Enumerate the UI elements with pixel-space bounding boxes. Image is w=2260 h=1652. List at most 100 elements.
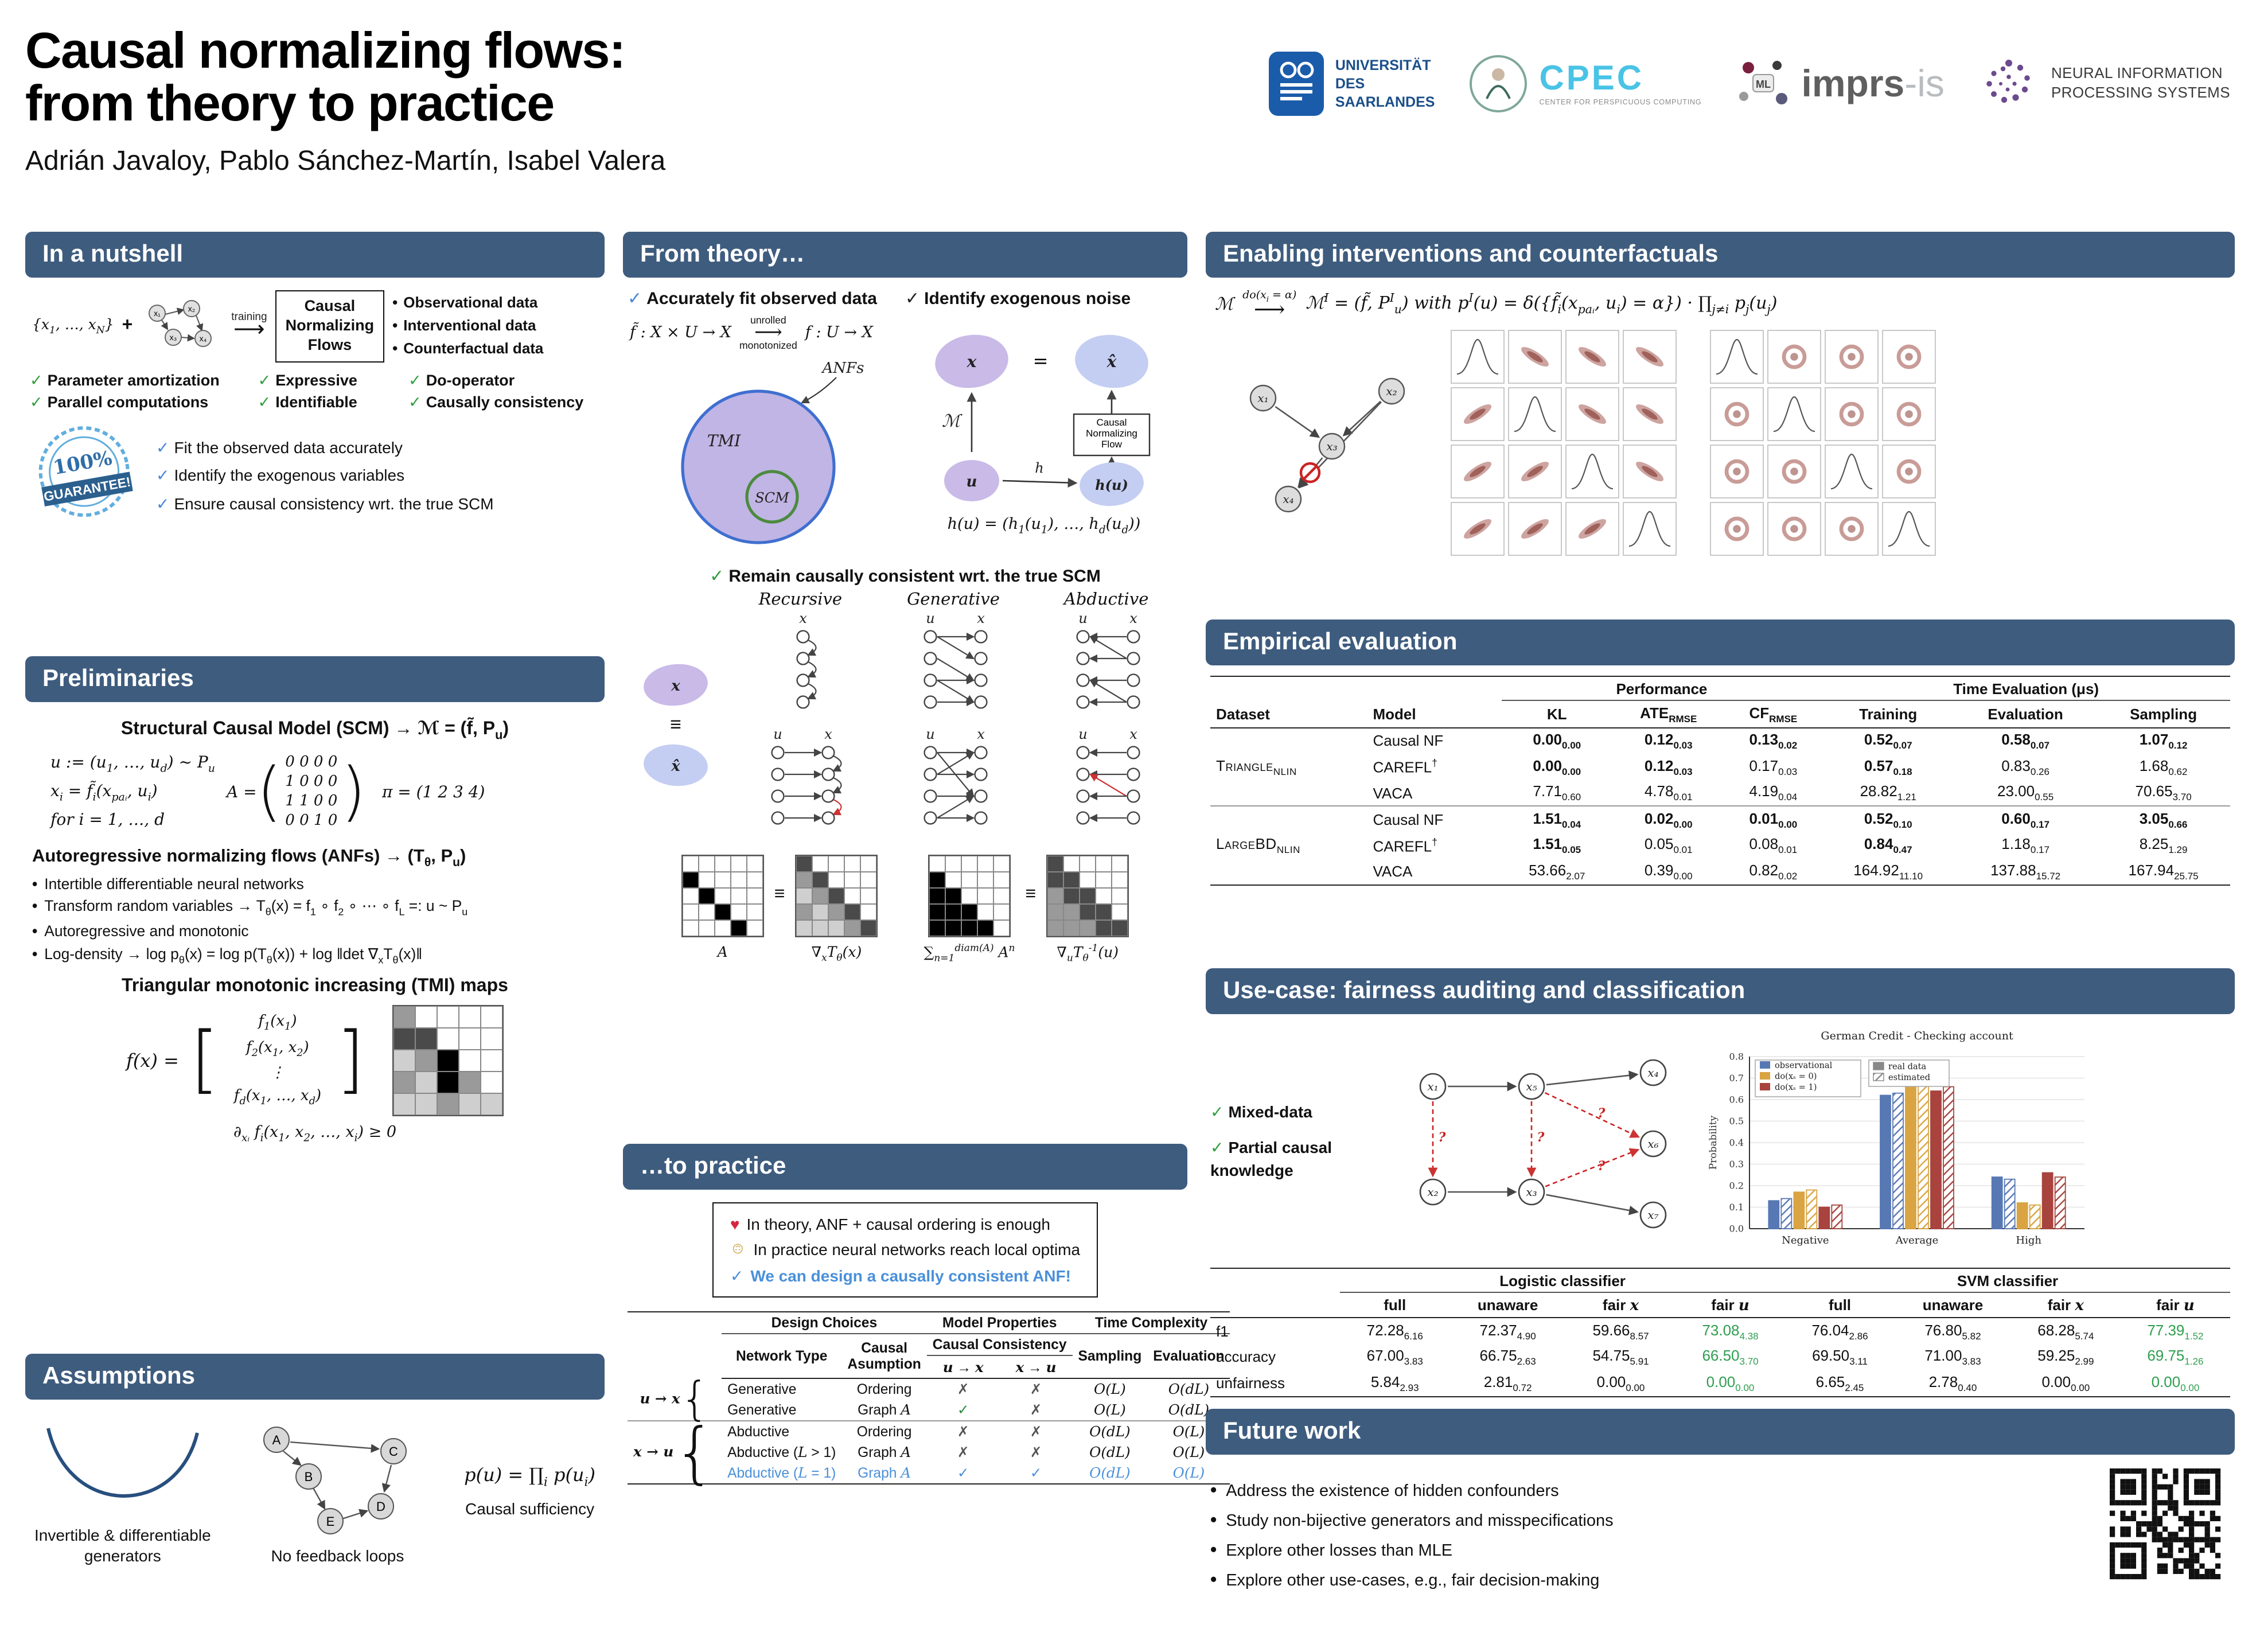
svg-text:x₂: x₂ xyxy=(1427,1185,1438,1199)
section-header-preliminaries: Preliminaries xyxy=(25,656,605,702)
counterfactual-pairplot xyxy=(1710,329,1936,556)
svg-text:u: u xyxy=(926,611,934,627)
future-row: Address the existence of hidden confound… xyxy=(1210,1464,2230,1600)
dag-node-label: E xyxy=(326,1514,335,1529)
arrow-icon: ⟶ xyxy=(233,318,265,342)
scm-block: u := (u1, …, ud) ~ Pu xi = f̃i(xpaᵢ, ui)… xyxy=(50,750,600,835)
uds-line1: UNIVERSITÄT xyxy=(1335,57,1431,73)
recursive-top-dag: x xyxy=(796,611,816,710)
uds-wordmark: UNIVERSITÄT DES SAARLANDES xyxy=(1335,56,1435,112)
check-icon: ✓ xyxy=(408,371,422,389)
theory-top-row: ✓Accurately fit observed data f̃ : X × U… xyxy=(628,288,1183,552)
tmi-title: Triangular monotonic increasing (TMI) ma… xyxy=(122,976,508,996)
matrix-gradx-grid xyxy=(795,855,878,938)
imprs-wordmark: imprs-is xyxy=(1802,62,1945,106)
callout-line: ✓We can design a causally consistent ANF… xyxy=(730,1263,1080,1289)
xhat-blob-label: x̂ xyxy=(1106,352,1117,371)
svg-text:x: x xyxy=(977,727,985,743)
svg-text:x: x xyxy=(824,727,832,743)
check-icon: ✓ xyxy=(730,1266,744,1285)
table-row: Abductive (L = 1)Graph A✓✓O(dL)O(L) xyxy=(727,1465,1205,1482)
tmi-grid xyxy=(392,1005,504,1117)
caption-line: generators xyxy=(84,1546,161,1565)
equation: u := (u1, …, ud) ~ Pu xyxy=(50,754,215,776)
adjacency-matrix: A = ( 0 0 0 0 1 0 0 0 1 1 0 0 0 0 1 0 ) … xyxy=(227,754,485,832)
list-item: Study non-bijective generators and missp… xyxy=(1210,1511,2086,1532)
cnf-box: Causal Normalizing Flows xyxy=(275,290,385,363)
consistency-title: ✓Remain causally consistent wrt. the tru… xyxy=(628,566,1183,587)
title-line-2: from theory to practice xyxy=(25,76,555,133)
permutation-label: π = (1 2 3 4) xyxy=(381,784,485,802)
matrix-grad-x: ∇xTθ(x) xyxy=(795,855,878,965)
callout-text: In practice neural networks reach local … xyxy=(753,1240,1081,1259)
nutshell-pipeline: {x1, …, xN} + x₁ x₂ x₃ x₄ training xyxy=(32,290,600,363)
dag-node-label: x₄ xyxy=(199,334,206,344)
anf-bullet-list: Intertible differentiable neural network… xyxy=(32,875,600,965)
feature-item: ✓Expressive xyxy=(258,371,404,389)
svg-text:0.1: 0.1 xyxy=(1729,1202,1744,1213)
output-list: Observational data Interventional data C… xyxy=(392,291,543,361)
cpec-icon xyxy=(1469,55,1527,112)
check-icon: ✓ xyxy=(156,466,170,485)
neurips-line1: NEURAL INFORMATION xyxy=(2051,64,2223,82)
matrix-A-grid xyxy=(681,855,764,938)
dag-node-label: A xyxy=(272,1433,281,1447)
svg-text:u: u xyxy=(1079,611,1088,627)
xhat-blob: x̂ xyxy=(644,745,708,786)
matrix-gradu-grid xyxy=(1046,855,1129,938)
matrix-sum-An: ∑n=1diam(A) An xyxy=(924,855,1015,965)
guarantee-label: Fit the observed data accurately xyxy=(174,438,403,457)
svg-text:Average: Average xyxy=(1895,1234,1939,1246)
svg-text:High: High xyxy=(2016,1234,2041,1246)
check-icon: ✓ xyxy=(408,393,422,411)
mini-dag-icon: x₁ x₂ x₃ x₄ xyxy=(148,300,212,348)
matrix-label: ∑n=1diam(A) An xyxy=(924,943,1015,965)
list-item: Observational data xyxy=(392,291,543,314)
list-item: Counterfactual data xyxy=(392,338,543,361)
matrix-row: 1 1 0 0 xyxy=(285,793,338,811)
title-line-1: Causal normalizing flows: xyxy=(25,23,626,79)
uds-line3: SAARLANDES xyxy=(1335,94,1435,111)
qr-code xyxy=(2106,1464,2230,1589)
formula-left: f̃ : X × U → X xyxy=(630,324,732,342)
fit-formula: f̃ : X × U → X unrolled ⟶ monotonized f … xyxy=(630,315,898,350)
preliminaries-body: Structural Causal Model (SCM) → ℳ = (f̃,… xyxy=(25,702,605,1342)
svg-text:?: ? xyxy=(1598,1159,1606,1174)
x-blob: x xyxy=(644,664,708,706)
svg-text:x: x xyxy=(1130,727,1138,743)
callout-line: ♥In theory, ANF + causal ordering is eno… xyxy=(730,1211,1080,1237)
smiley-icon: ☺ xyxy=(730,1241,747,1260)
equation: xi = f̃i(xpaᵢ, ui) xyxy=(50,782,158,804)
poster-title: Causal normalizing flows:from theory to … xyxy=(25,25,665,131)
nutshell-body: {x1, …, xN} + x₁ x₂ x₃ x₄ training xyxy=(25,278,605,645)
cpec-name: CPEC xyxy=(1539,59,1645,97)
invertible-curve-icon xyxy=(46,1428,199,1498)
svg-text:do(xₛ = 1): do(xₛ = 1) xyxy=(1775,1082,1817,1092)
feature-label: Parallel computations xyxy=(47,393,209,411)
sufficiency-formula: p(u) = ∏i p(ui) xyxy=(464,1464,595,1490)
svg-text:x₃: x₃ xyxy=(1526,1185,1537,1199)
equiv-icon: ≡ xyxy=(1025,885,1037,905)
matrix-row: 0 0 1 0 xyxy=(285,812,338,829)
plus-icon: + xyxy=(122,315,133,336)
column-middle: From theory… ✓Accurately fit observed da… xyxy=(623,232,1230,1612)
from-theory-body: ✓Accurately fit observed data f̃ : X × U… xyxy=(623,278,1187,1132)
svg-text:Negative: Negative xyxy=(1782,1234,1829,1246)
flow-box-line: Flow xyxy=(1101,439,1123,450)
usecase-top-row: ✓Mixed-data ✓Partial causal knowledge ??… xyxy=(1210,1024,2230,1259)
svg-text:x₅: x₅ xyxy=(1526,1080,1537,1093)
guarantee-list: ✓Fit the observed data accurately ✓Ident… xyxy=(156,434,494,518)
matrix-row: 0 0 0 0 xyxy=(285,754,338,772)
col-head-abductive: Abductive xyxy=(1063,591,1149,610)
